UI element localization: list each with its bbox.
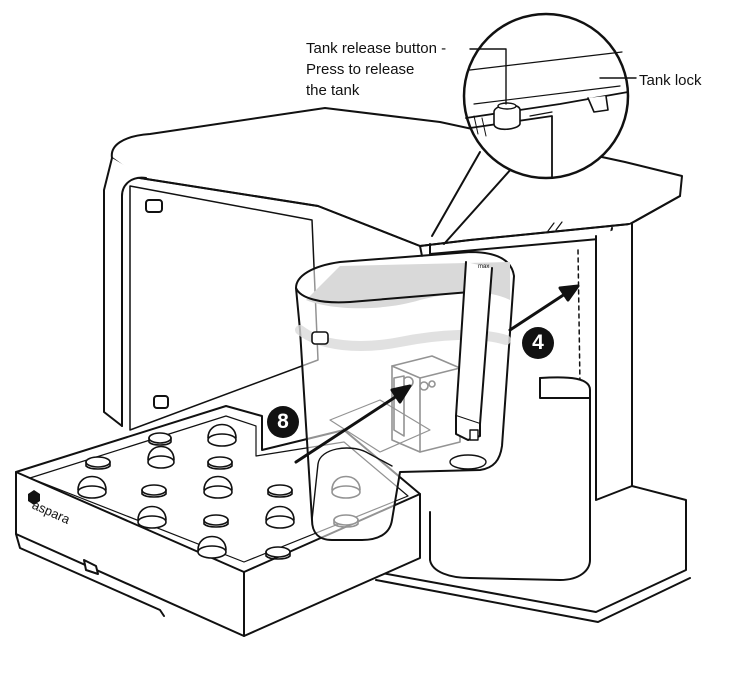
pod-domed [77, 475, 107, 499]
tank-max-marking: max [478, 264, 490, 270]
pod-domed [203, 475, 233, 499]
arrow-step-8-head [390, 384, 412, 404]
panel-clip-top [145, 199, 163, 213]
step-8-badge [267, 406, 299, 438]
tank-lock-callout: Tank lock [639, 72, 702, 89]
leader-tank-release [469, 48, 507, 105]
pod-flat [148, 432, 172, 446]
pod-domed [265, 505, 295, 529]
pod-flat [203, 514, 229, 528]
leader-lines [469, 48, 637, 105]
step-4-badge [522, 327, 554, 359]
step-8-number: 8 [277, 410, 289, 433]
brand-logo-mark [28, 490, 40, 505]
arrow-step-4-line [508, 290, 570, 332]
tank-release-callout: Tank release button - Press to release t… [306, 38, 446, 101]
pod-domed [137, 505, 167, 529]
tank-release-callout-line-1: Tank release button - [306, 40, 447, 57]
pod-domed [147, 445, 175, 469]
arrow-step-8-line [294, 392, 402, 464]
pod-flat [85, 456, 111, 470]
pod-domed [207, 423, 237, 447]
pod-domed [197, 535, 227, 559]
tank-release-callout-line-3: the tank [306, 82, 360, 99]
motion-arrows [294, 284, 580, 464]
pod-flat [207, 456, 233, 470]
base-unit [375, 376, 691, 623]
tank-release-callout-line-2: Press to release [306, 61, 415, 78]
pod-flat [141, 484, 167, 498]
panel-clip-bottom [153, 395, 169, 409]
step-4-number: 4 [532, 331, 544, 354]
pod-flat [265, 546, 291, 560]
zoom-inset [431, 12, 630, 245]
arrow-step-4-head [558, 284, 580, 302]
pod-flat [267, 484, 293, 498]
